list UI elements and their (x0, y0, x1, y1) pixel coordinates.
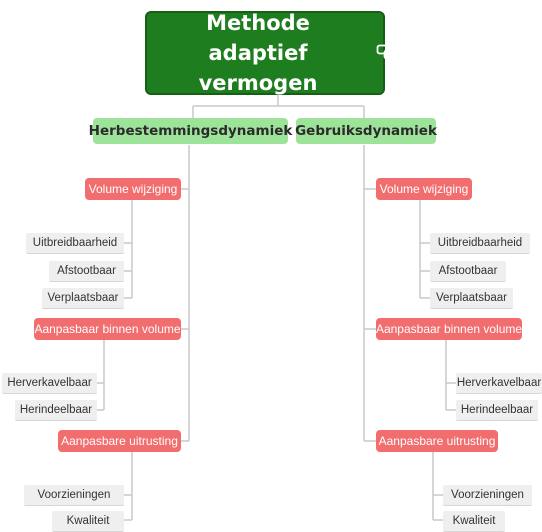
group-aanpasbare-uitrusting-left[interactable]: Aanpasbare uitrusting (58, 430, 181, 452)
group-aanpasbare-uitrusting-right[interactable]: Aanpasbare uitrusting (376, 430, 498, 452)
leaf-voorzieningen-right[interactable]: Voorzieningen (443, 485, 532, 506)
root-node[interactable]: Methode adaptief vermogen (145, 11, 385, 95)
leaf-voorzieningen-left[interactable]: Voorzieningen (24, 485, 124, 506)
group-aanpasbaar-binnen-volume-left[interactable]: Aanpasbaar binnen volume (34, 318, 181, 340)
root-title: Methode adaptief vermogen (198, 11, 318, 95)
leaf-verplaatsbaar-right[interactable]: Verplaatsbaar (430, 288, 513, 309)
group-aanpasbaar-binnen-volume-right[interactable]: Aanpasbaar binnen volume (376, 318, 522, 340)
leaf-herverkavelbaar-left[interactable]: Herverkavelbaar (2, 373, 97, 394)
leaf-herindeelbaar-left[interactable]: Herindeelbaar (15, 400, 97, 421)
leaf-uitbreidbaarheid-left[interactable]: Uitbreidbaarheid (26, 233, 124, 254)
leaf-kwaliteit-left[interactable]: Kwaliteit (52, 511, 124, 532)
group-volume-wijziging-left[interactable]: Volume wijziging (85, 178, 181, 200)
leaf-uitbreidbaarheid-right[interactable]: Uitbreidbaarheid (430, 233, 530, 254)
branch-gebruiksdynamiek[interactable]: Gebruiksdynamiek (295, 118, 437, 144)
leaf-herverkavelbaar-right[interactable]: Herverkavelbaar (456, 373, 542, 394)
leaf-herindeelbaar-right[interactable]: Herindeelbaar (456, 400, 538, 421)
group-volume-wijziging-right[interactable]: Volume wijziging (376, 178, 472, 200)
leaf-afstootbaar-right[interactable]: Afstootbaar (430, 261, 506, 282)
branch-herbestemmingsdynamiek[interactable]: Herbestemmingsdynamiek (89, 118, 292, 144)
link-icon[interactable] (376, 44, 396, 60)
leaf-verplaatsbaar-left[interactable]: Verplaatsbaar (42, 288, 124, 309)
leaf-afstootbaar-left[interactable]: Afstootbaar (49, 261, 124, 282)
